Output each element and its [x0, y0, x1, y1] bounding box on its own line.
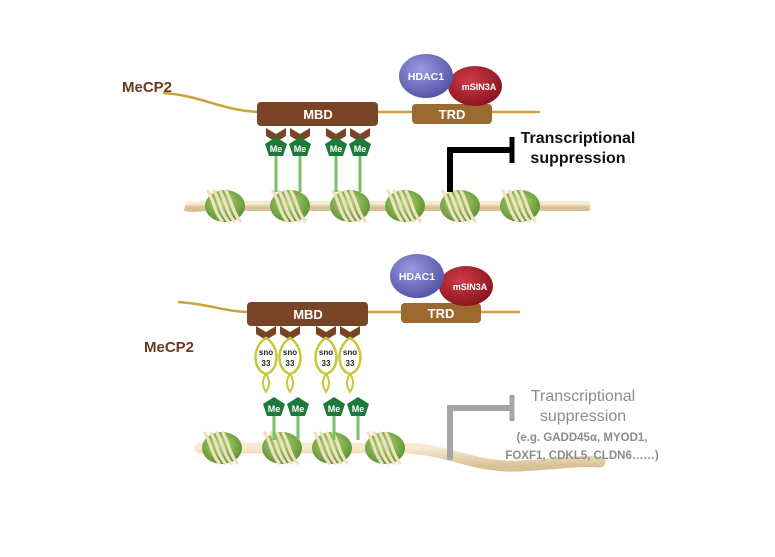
- sno-adduct: sno 33: [254, 336, 278, 394]
- nucleosome: [385, 189, 425, 223]
- sno-label-top: sno: [283, 348, 297, 357]
- me-label: Me: [268, 404, 281, 414]
- bottom-me-marks: Me Me Me Me: [263, 397, 369, 416]
- bottom-suppression-text-1: Transcriptional: [531, 388, 635, 405]
- top-me-mark: Me: [265, 137, 287, 156]
- nucleosome: [202, 431, 242, 465]
- nucleosome: [262, 431, 302, 465]
- top-mbd-domain: MBD: [257, 102, 378, 126]
- sno-label-top: sno: [343, 348, 357, 357]
- top-me-stalks: [274, 150, 362, 192]
- msin3a-label: mSIN3A: [462, 82, 497, 92]
- top-chromatin: [183, 189, 590, 223]
- top-suppression-text-2: suppression: [530, 150, 625, 167]
- nucleosome: [500, 189, 540, 223]
- sno-label-bottom: 33: [286, 359, 295, 368]
- top-nucleosomes: [205, 189, 540, 223]
- bottom-repression-symbol: [447, 395, 515, 460]
- top-me-marks: Me Me Me Me: [265, 137, 371, 156]
- top-me-mark: Me: [349, 137, 371, 156]
- hdac1-protein: [399, 54, 453, 98]
- me-label: Me: [294, 144, 307, 154]
- top-repression-symbol: [447, 137, 515, 192]
- hdac1-label: HDAC1: [399, 271, 435, 283]
- top-corepressor-complex: HDAC1 mSIN3A: [399, 54, 502, 106]
- bottom-genes-text-2: FOXF1, CDKL5, CLDN6……): [505, 450, 659, 462]
- sno-label-bottom: 33: [346, 359, 355, 368]
- nucleosome: [365, 431, 405, 465]
- bottom-panel: Me Me Me Me: [144, 254, 659, 472]
- mbd-label: MBD: [303, 107, 333, 122]
- bottom-me-mark: Me: [263, 397, 285, 416]
- top-me-mark: Me: [289, 137, 311, 156]
- me-label: Me: [330, 144, 343, 154]
- top-me-mark: Me: [325, 137, 347, 156]
- bottom-sno-adducts: sno 33 sno 33 sno 33 sno 33: [254, 336, 362, 394]
- sno-label-top: sno: [319, 348, 333, 357]
- msin3a-label: mSIN3A: [453, 282, 488, 292]
- nucleosome: [312, 431, 352, 465]
- bottom-chromatin: [194, 431, 606, 472]
- nucleosome: [205, 189, 245, 223]
- trd-label: TRD: [439, 107, 466, 122]
- me-label: Me: [270, 144, 283, 154]
- bottom-me-mark: Me: [323, 397, 345, 416]
- msin3a-protein: [448, 66, 502, 106]
- top-mecp2-label: MeCP2: [122, 79, 172, 96]
- bottom-mbd-chevrons: [256, 326, 360, 340]
- top-suppression-text-1: Transcriptional: [521, 130, 636, 147]
- top-trd-domain: TRD: [412, 104, 492, 124]
- bottom-me-mark: Me: [347, 397, 369, 416]
- nucleosome: [330, 189, 370, 223]
- sno-adduct: sno 33: [314, 336, 338, 394]
- sno-label-top: sno: [259, 348, 273, 357]
- mbd-label: MBD: [293, 307, 323, 322]
- bottom-mbd-domain: MBD: [247, 302, 368, 326]
- me-label: Me: [354, 144, 367, 154]
- bottom-trd-domain: TRD: [401, 303, 481, 323]
- bottom-genes-text-1: (e.g. GADD45α, MYOD1,: [516, 432, 647, 444]
- bottom-nucleosomes: [202, 431, 405, 465]
- me-label: Me: [352, 404, 365, 414]
- bottom-suppression-text-2: suppression: [540, 408, 626, 425]
- sno-adduct: sno 33: [278, 336, 302, 394]
- nucleosome: [270, 189, 310, 223]
- sno-label-bottom: 33: [322, 359, 331, 368]
- bottom-mecp2-label: MeCP2: [144, 339, 194, 356]
- hdac1-protein: [390, 254, 444, 298]
- sno-label-bottom: 33: [262, 359, 271, 368]
- bottom-dna-strand: [194, 442, 606, 472]
- bottom-corepressor-complex: HDAC1 mSIN3A: [390, 254, 493, 306]
- top-panel: Me Me Me Me MBD TRD: [122, 54, 636, 223]
- me-label: Me: [292, 404, 305, 414]
- bottom-me-mark: Me: [287, 397, 309, 416]
- top-mbd-chevrons: [266, 128, 370, 142]
- trd-label: TRD: [428, 306, 455, 321]
- sno-adduct: sno 33: [338, 336, 362, 394]
- msin3a-protein: [439, 266, 493, 306]
- me-label: Me: [328, 404, 341, 414]
- nucleosome: [440, 189, 480, 223]
- hdac1-label: HDAC1: [408, 71, 444, 83]
